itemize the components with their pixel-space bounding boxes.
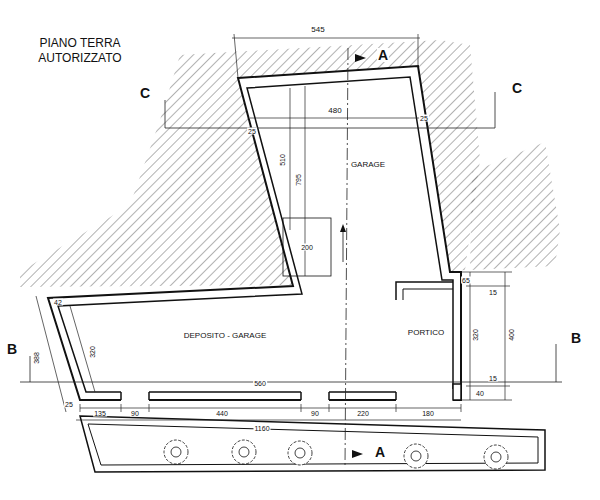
dimension-label: 560 — [253, 380, 267, 387]
dimension-label: 65 — [461, 277, 471, 284]
section-line — [20, 48, 562, 468]
dimension-label: 220 — [356, 410, 370, 417]
dimension-label: 90 — [130, 410, 140, 417]
dimension-label: 15 — [488, 375, 498, 382]
terrain-hatch — [470, 142, 560, 270]
dimension-label: 400 — [508, 328, 515, 342]
dimension-label: 135 — [93, 410, 107, 417]
section-marker: C — [511, 81, 523, 95]
pillar — [453, 384, 461, 400]
dimension-label: 25 — [247, 128, 257, 135]
inner-wall — [58, 77, 453, 392]
dimension-label: 320 — [472, 328, 479, 342]
section-marker: B — [6, 342, 18, 356]
room-name: GARAGE — [350, 161, 386, 169]
dimension-line — [36, 34, 512, 420]
dimension-label: 180 — [421, 410, 435, 417]
opening — [301, 389, 329, 403]
opening — [396, 389, 453, 403]
dimension-label: 40 — [475, 390, 485, 397]
dimension-label: 480 — [327, 107, 342, 115]
dimension-label: 42 — [53, 299, 63, 306]
dimension-label: 440 — [215, 410, 229, 417]
section-marker: B — [570, 331, 582, 345]
portico-wall — [396, 282, 453, 300]
room-name: DEPOSITO - GARAGE — [183, 332, 268, 340]
room-name: PORTICO — [407, 329, 445, 337]
section-marker: A — [374, 445, 386, 459]
section-marker: C — [139, 86, 151, 100]
dimension-label: 200 — [300, 244, 314, 251]
garden-wall — [80, 416, 545, 472]
dimension-label: 795 — [295, 173, 302, 187]
dimension-label: 25 — [419, 115, 429, 122]
opening — [121, 389, 149, 403]
dimension-label: 545 — [310, 26, 325, 34]
dimension-label: 510 — [279, 153, 286, 167]
section-marker: A — [377, 48, 389, 62]
dimension-label: 1160 — [253, 425, 270, 432]
plan-title: PIANO TERRA AUTORIZZATO — [30, 36, 130, 66]
outer-wall — [48, 66, 461, 400]
tree-symbol — [164, 440, 508, 469]
dimension-label: 320 — [89, 345, 96, 359]
dimension-label: 15 — [488, 289, 498, 296]
dimension-label: 25 — [64, 401, 74, 408]
dimension-label: 388 — [33, 351, 40, 365]
dimension-label: 90 — [310, 410, 320, 417]
